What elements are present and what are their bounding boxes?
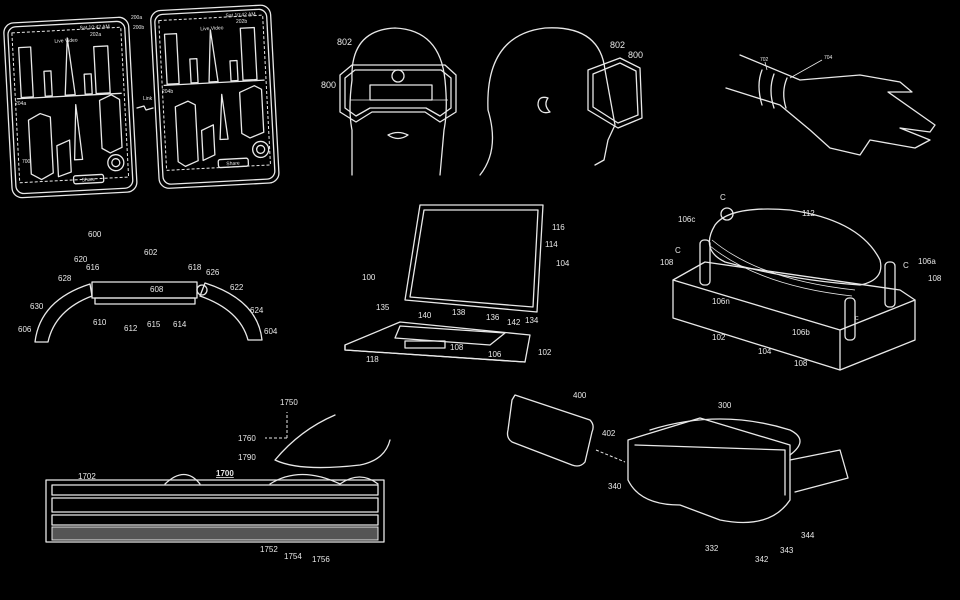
ref-label: 600 bbox=[88, 230, 102, 239]
ref-label: 102 bbox=[538, 348, 552, 357]
ref-label: 140 bbox=[418, 311, 432, 320]
ref-label: 202b bbox=[236, 19, 247, 25]
status-text: Sat 10:42 AM bbox=[225, 11, 255, 19]
ref-label: 342 bbox=[755, 555, 769, 564]
ref-label: 624 bbox=[250, 306, 264, 315]
ref-label: C bbox=[675, 246, 681, 255]
ref-label: 204b bbox=[162, 89, 173, 95]
ref-label: 1702 bbox=[78, 472, 96, 481]
ref-label: 602 bbox=[144, 248, 158, 257]
ref-label: 200b bbox=[133, 25, 144, 31]
ref-label: 612 bbox=[124, 324, 138, 333]
figure-head-mounted-display: 802 800 802 800 bbox=[321, 27, 643, 176]
ref-label: 104 bbox=[758, 347, 772, 356]
ref-label: 106b bbox=[792, 328, 810, 337]
ref-label: 1790 bbox=[238, 453, 256, 462]
ref-label: 343 bbox=[780, 546, 794, 555]
figure-pressure-device: C 106c 112 C 108 106n C 106a 108 C 102 1… bbox=[660, 193, 942, 371]
figure-wrist-band: 702 704 bbox=[725, 54, 936, 156]
ref-label: 700 bbox=[22, 159, 31, 165]
ref-label: 108 bbox=[660, 258, 674, 267]
ref-label: 204a bbox=[15, 101, 26, 107]
ref-label: 114 bbox=[545, 240, 558, 249]
figure-laptop: 100 116 114 104 135 138 140 136 142 134 … bbox=[344, 204, 570, 364]
ref-label: 615 bbox=[147, 320, 161, 329]
ref-label: 134 bbox=[525, 316, 539, 325]
ref-label: 628 bbox=[58, 274, 72, 283]
ref-label: 102 bbox=[712, 333, 726, 342]
figure-phones: Sat 10:42 AM Live Video Share Sat 10:42 … bbox=[3, 4, 280, 199]
ref-label: 108 bbox=[794, 359, 808, 368]
figure-watch-band: 608 600 602 620 616 618 626 628 622 630 … bbox=[18, 230, 278, 343]
ref-label: C bbox=[903, 261, 909, 270]
ref-label: 118 bbox=[366, 355, 379, 364]
ref-label: 112 bbox=[802, 209, 815, 218]
ref-label: 332 bbox=[705, 544, 719, 553]
ref-label: 1700 bbox=[216, 469, 234, 478]
ref-label: 400 bbox=[573, 391, 587, 400]
phone-right: Sat 10:42 AM Live Video Share bbox=[150, 4, 280, 189]
ref-label: 704 bbox=[824, 55, 833, 61]
ref-label: 1756 bbox=[312, 555, 330, 564]
ref-label: 300 bbox=[718, 401, 732, 410]
ref-label: 604 bbox=[264, 327, 278, 336]
ref-label: 802 bbox=[610, 40, 625, 50]
ref-label: 106 bbox=[488, 350, 502, 359]
ref-label: 608 bbox=[150, 285, 164, 294]
link-label: Link bbox=[143, 96, 153, 102]
ref-label: 614 bbox=[173, 320, 187, 329]
ref-label: 202a bbox=[90, 32, 101, 38]
ref-label: 136 bbox=[486, 313, 500, 322]
figure-glasses-phone: 400 402 300 340 332 342 343 344 bbox=[506, 391, 849, 564]
ref-label: 702 bbox=[760, 57, 769, 63]
ref-label: 104 bbox=[556, 259, 570, 268]
ref-label: 402 bbox=[602, 429, 616, 438]
screen-title: Live Video bbox=[54, 37, 78, 44]
ref-label: 142 bbox=[507, 318, 521, 327]
ref-label: 1760 bbox=[238, 434, 256, 443]
ref-label: 135 bbox=[376, 303, 390, 312]
status-text: Sat 10:42 AM bbox=[80, 24, 110, 32]
ref-label: 344 bbox=[801, 531, 815, 540]
ref-label: 1752 bbox=[260, 545, 278, 554]
ref-label: 622 bbox=[230, 283, 244, 292]
ref-label: 108 bbox=[928, 274, 942, 283]
ref-label: 1754 bbox=[284, 552, 302, 561]
ref-label: 616 bbox=[86, 263, 100, 272]
ref-label: 800 bbox=[628, 50, 643, 60]
ref-label: 106a bbox=[918, 257, 936, 266]
ref-label: 620 bbox=[74, 255, 88, 264]
ref-label: 116 bbox=[552, 223, 565, 232]
ref-label: 802 bbox=[337, 37, 352, 47]
ref-label: 618 bbox=[188, 263, 202, 272]
ref-label: C bbox=[720, 193, 726, 202]
ref-label: 1750 bbox=[280, 398, 298, 407]
ref-label: 138 bbox=[452, 308, 466, 317]
phone-left: Sat 10:42 AM Live Video Share bbox=[3, 16, 138, 199]
ref-label: C bbox=[855, 316, 859, 322]
screen-title: Live Video bbox=[200, 25, 224, 32]
ref-label: 610 bbox=[93, 318, 107, 327]
figure-touch-cross-section: 1750 1760 1790 1702 1700 1752 1754 1756 bbox=[45, 398, 391, 564]
ref-label: 108 bbox=[450, 343, 464, 352]
ref-label: 106n bbox=[712, 297, 730, 306]
ref-label: 340 bbox=[608, 482, 622, 491]
share-button: Share bbox=[82, 177, 96, 184]
ref-label: 100 bbox=[362, 273, 376, 282]
ref-label: 200a bbox=[131, 15, 142, 21]
ref-label: 626 bbox=[206, 268, 220, 277]
share-button: Share bbox=[226, 161, 240, 168]
ref-label: 800 bbox=[321, 80, 336, 90]
ref-label: 106c bbox=[678, 215, 695, 224]
ref-label: 606 bbox=[18, 325, 32, 334]
ref-label: 630 bbox=[30, 302, 44, 311]
